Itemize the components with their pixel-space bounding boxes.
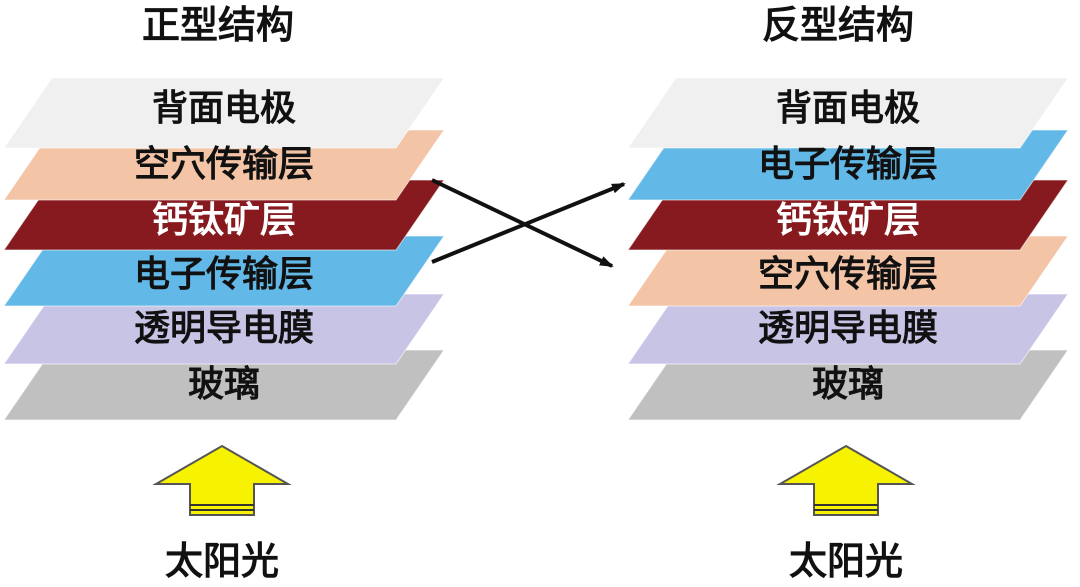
left-layer-label-0: 背面电极 (152, 88, 296, 129)
left-layer-label-2: 钙钛矿层 (152, 200, 296, 241)
left-layer-label-3: 电子传输层 (134, 254, 314, 295)
right-title: 反型结构 (762, 3, 914, 47)
right-layer-label-4: 透明导电膜 (758, 308, 938, 349)
right-layer-label-1: 电子传输层 (758, 144, 938, 185)
left-sunlight-arrow (152, 444, 292, 516)
right-layer-label-2: 钙钛矿层 (776, 200, 920, 241)
left-title: 正型结构 (142, 3, 294, 47)
right-layer-label-3: 空穴传输层 (758, 254, 938, 295)
left-layer-0 (3, 77, 445, 149)
right-layer-0 (627, 77, 1069, 149)
left-layer-label-5: 玻璃 (188, 364, 260, 405)
left-sunlight-label: 太阳光 (165, 539, 279, 583)
left-layer-label-1: 空穴传输层 (134, 144, 314, 185)
swap-arrow-up (431, 182, 626, 264)
right-layer-label-0: 背面电极 (776, 88, 920, 129)
left-up-arrow-icon (152, 444, 292, 516)
right-sunlight-arrow (776, 444, 916, 516)
swap-arrows (431, 178, 626, 268)
left-layer-label-4: 透明导电膜 (134, 308, 314, 349)
right-layer-label-5: 玻璃 (812, 364, 884, 405)
right-up-arrow-icon (776, 444, 916, 516)
right-sunlight-label: 太阳光 (789, 539, 903, 583)
swap-arrow-down (431, 178, 614, 268)
